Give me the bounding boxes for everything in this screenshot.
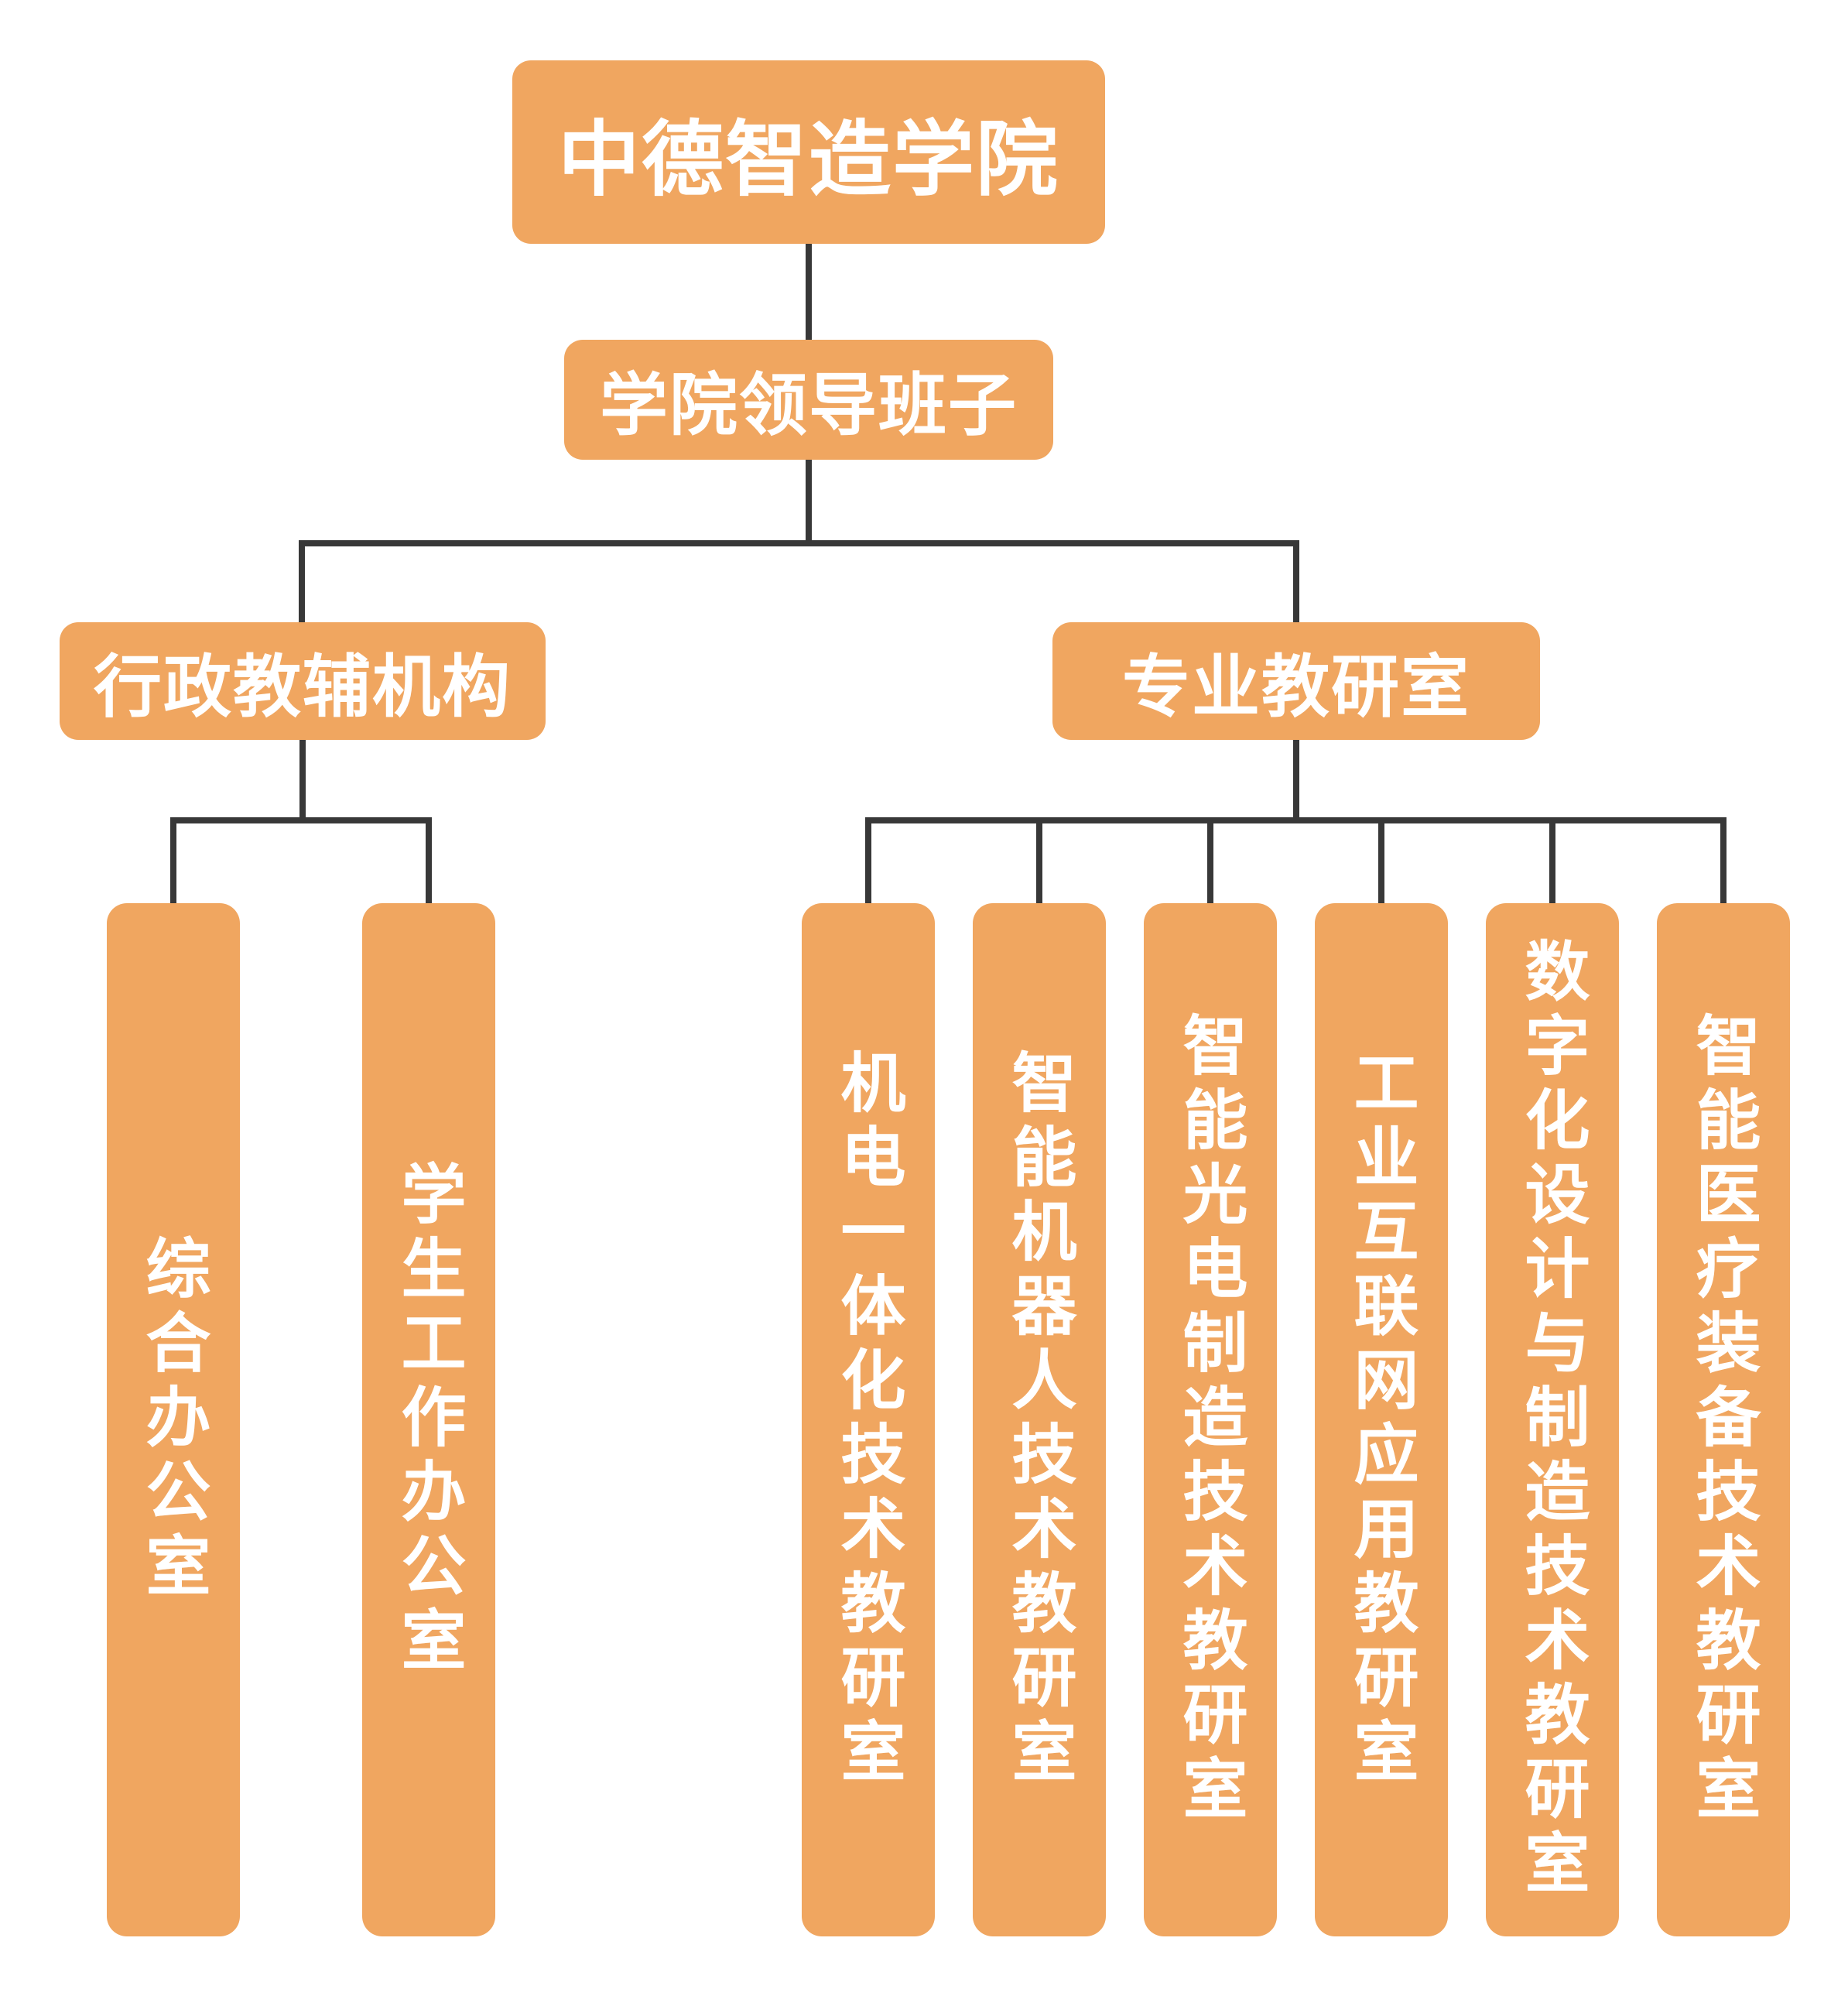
- industrial-internet-office-label: 工业互联网应用教研室: [1343, 1048, 1419, 1792]
- general-office-label: 综合办公室: [135, 1234, 211, 1606]
- node-optoelectronics-office: 智能光电制造技术教研室: [1144, 903, 1277, 1936]
- connector-to-optoelectronics-office: [1207, 817, 1213, 903]
- connector-to-student-affairs-office: [426, 817, 432, 903]
- connector-to-general-office: [170, 817, 176, 903]
- node-industrial-internet-office: 工业互联网应用教研室: [1315, 903, 1448, 1936]
- connector-main-branch: [299, 540, 1299, 546]
- connector-root-to-leadership: [806, 244, 812, 340]
- node-teaching-branch: 专业教研室: [1052, 622, 1540, 740]
- student-affairs-office-label: 学生工作办公室: [391, 1159, 467, 1680]
- node-mechatronics-office: 机电一体化技术教研室: [802, 903, 935, 1936]
- digital-design-office-label: 数字化设计与制造技术教研室: [1514, 936, 1590, 1903]
- connector-to-medical-equipment-office: [1720, 817, 1727, 903]
- connector-leadership-down: [806, 460, 812, 546]
- connector-to-digital-design-office: [1549, 817, 1555, 903]
- connector-admin-down: [299, 740, 306, 823]
- node-college-title: 中德智造学院: [512, 60, 1105, 244]
- node-admin-branch: 行政教辅机构: [60, 622, 546, 740]
- node-robotics-office: 智能机器人技术教研室: [973, 903, 1106, 1936]
- connector-to-teaching-branch: [1293, 540, 1299, 622]
- connector-teaching-down: [1293, 740, 1299, 823]
- node-general-office: 综合办公室: [107, 903, 240, 1936]
- robotics-office-label: 智能机器人技术教研室: [1001, 1048, 1077, 1792]
- mechatronics-office-label: 机电一体化技术教研室: [830, 1048, 906, 1792]
- connector-to-mechatronics-office: [865, 817, 871, 903]
- connector-admin-children-branch: [170, 817, 432, 823]
- optoelectronics-office-label: 智能光电制造技术教研室: [1172, 1011, 1248, 1829]
- node-student-affairs-office: 学生工作办公室: [362, 903, 495, 1936]
- connector-teaching-children-branch: [865, 817, 1727, 823]
- medical-equipment-office-label: 智能医疗装备技术教研室: [1685, 1011, 1761, 1829]
- node-digital-design-office: 数字化设计与制造技术教研室: [1486, 903, 1619, 1936]
- connector-to-robotics-office: [1036, 817, 1042, 903]
- connector-to-admin-branch: [299, 540, 305, 622]
- connector-to-industrial-internet-office: [1378, 817, 1384, 903]
- node-medical-equipment-office: 智能医疗装备技术教研室: [1657, 903, 1790, 1936]
- node-leadership-team: 学院领导班子: [564, 340, 1053, 460]
